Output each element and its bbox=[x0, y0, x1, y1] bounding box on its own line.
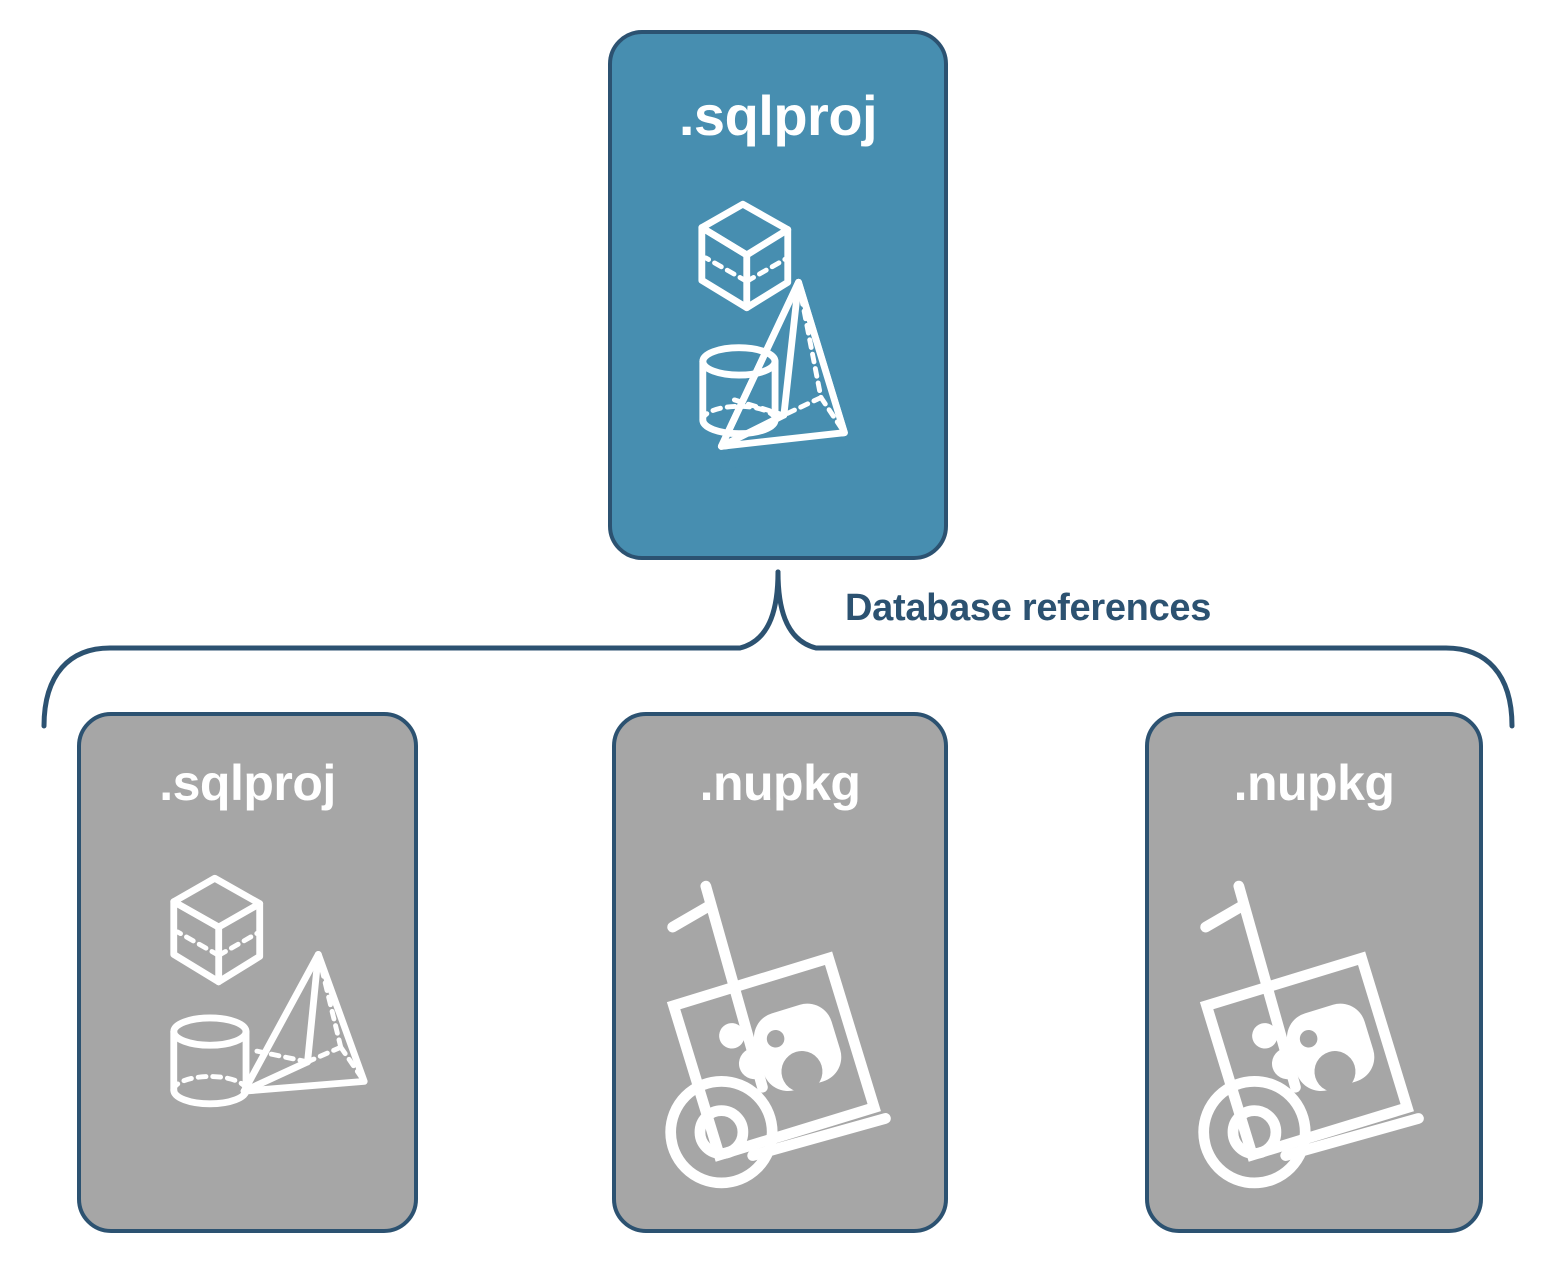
bracket-label-database-references: Database references bbox=[845, 587, 1212, 629]
node-child-nupkg-2-title: .nupkg bbox=[1233, 755, 1395, 811]
node-root-sqlproj[interactable]: .sqlproj bbox=[608, 30, 948, 560]
pyramid-icon-wire bbox=[717, 278, 848, 450]
hand-truck-package-icon bbox=[1198, 880, 1424, 1189]
cylinder-icon bbox=[170, 1014, 250, 1108]
pyramid-hidden-edges bbox=[730, 279, 847, 436]
cylinder-icon bbox=[699, 344, 779, 438]
node-child-sqlproj[interactable]: .sqlproj bbox=[77, 712, 418, 1233]
pyramid-icon bbox=[240, 951, 368, 1095]
node-root-title: .sqlproj bbox=[678, 84, 878, 147]
pyramid-icon bbox=[717, 278, 848, 450]
node-child-sqlproj-title: .sqlproj bbox=[159, 755, 336, 811]
hand-truck-package-icon bbox=[665, 880, 891, 1189]
node-child-nupkg-1[interactable]: .nupkg bbox=[612, 712, 948, 1233]
node-child-nupkg-1-title: .nupkg bbox=[699, 755, 861, 811]
cube-icon bbox=[698, 200, 792, 312]
cube-icon bbox=[170, 874, 264, 986]
pyramid-icon-shape bbox=[719, 282, 847, 470]
node-child-nupkg-2[interactable]: .nupkg bbox=[1145, 712, 1483, 1233]
